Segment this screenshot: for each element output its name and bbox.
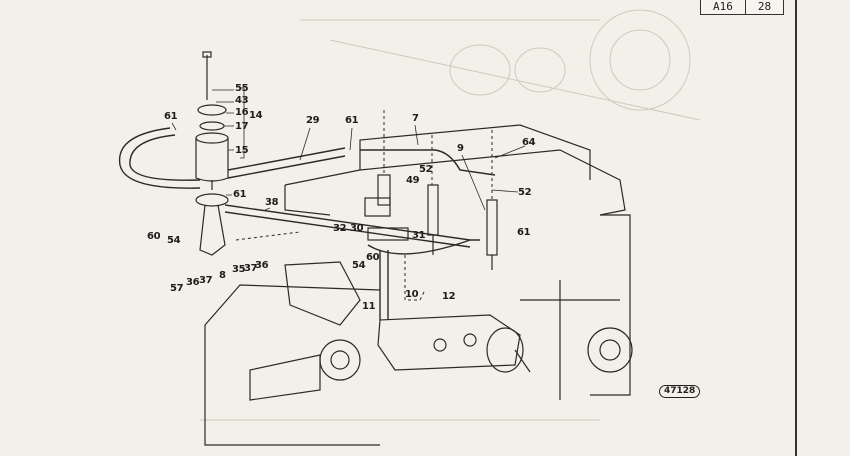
callout-label: 37 bbox=[199, 275, 213, 286]
callout-label: 14 bbox=[249, 110, 263, 121]
leader-lines bbox=[171, 87, 526, 211]
callout-label: 38 bbox=[265, 197, 279, 208]
callout-label: 30 bbox=[350, 223, 364, 234]
faint-background-drawing bbox=[200, 9, 701, 421]
callout-label: 37 bbox=[244, 263, 258, 274]
callout-label: 15 bbox=[235, 145, 249, 156]
callout-label: 36 bbox=[186, 277, 200, 288]
callout-label: 10 bbox=[405, 289, 419, 300]
callout-label: 54 bbox=[352, 260, 366, 271]
callout-label: 7 bbox=[412, 113, 419, 124]
callout-label: 64 bbox=[522, 137, 536, 148]
mounting-bracket bbox=[284, 261, 361, 326]
callout-label: 57 bbox=[170, 283, 184, 294]
fuel-filter-assembly bbox=[195, 51, 229, 256]
injectors bbox=[364, 174, 498, 270]
callout-label: 9 bbox=[457, 143, 464, 154]
callout-label: 36 bbox=[255, 260, 269, 271]
callout-label: 61 bbox=[233, 189, 247, 200]
callout-label: 32 bbox=[333, 223, 347, 234]
callout-label: 60 bbox=[147, 231, 161, 242]
callout-label: 61 bbox=[345, 115, 359, 126]
fuel-pipes bbox=[118, 127, 496, 320]
callout-label: 55 bbox=[235, 83, 249, 94]
callout-label: 17 bbox=[235, 121, 249, 132]
callout-label: 31 bbox=[412, 230, 426, 241]
callout-label: 12 bbox=[442, 291, 456, 302]
section-code: A16 bbox=[713, 0, 733, 13]
callout-label: 52 bbox=[518, 187, 532, 198]
callout-label: 8 bbox=[219, 270, 226, 281]
callout-label: 16 bbox=[235, 107, 249, 118]
page-number: 28 bbox=[744, 0, 783, 14]
callout-label: 61 bbox=[164, 111, 178, 122]
callout-label: 60 bbox=[366, 252, 380, 263]
callout-label: 49 bbox=[406, 175, 420, 186]
bolts-and-dashed-guides bbox=[235, 110, 493, 301]
callout-label: 52 bbox=[419, 164, 433, 175]
callout-label: 35 bbox=[232, 264, 246, 275]
callout-label: 11 bbox=[362, 301, 376, 312]
callout-label: 43 bbox=[235, 95, 249, 106]
injection-pump bbox=[377, 314, 531, 373]
callout-label: 61 bbox=[517, 227, 531, 238]
sheet-border-line bbox=[795, 0, 797, 456]
engine-block-outline bbox=[204, 124, 633, 446]
callout-label: 54 bbox=[167, 235, 181, 246]
page-reference-box: A16 28 bbox=[700, 0, 785, 15]
figure-number: 47128 bbox=[659, 385, 701, 398]
callout-label: 29 bbox=[306, 115, 320, 126]
